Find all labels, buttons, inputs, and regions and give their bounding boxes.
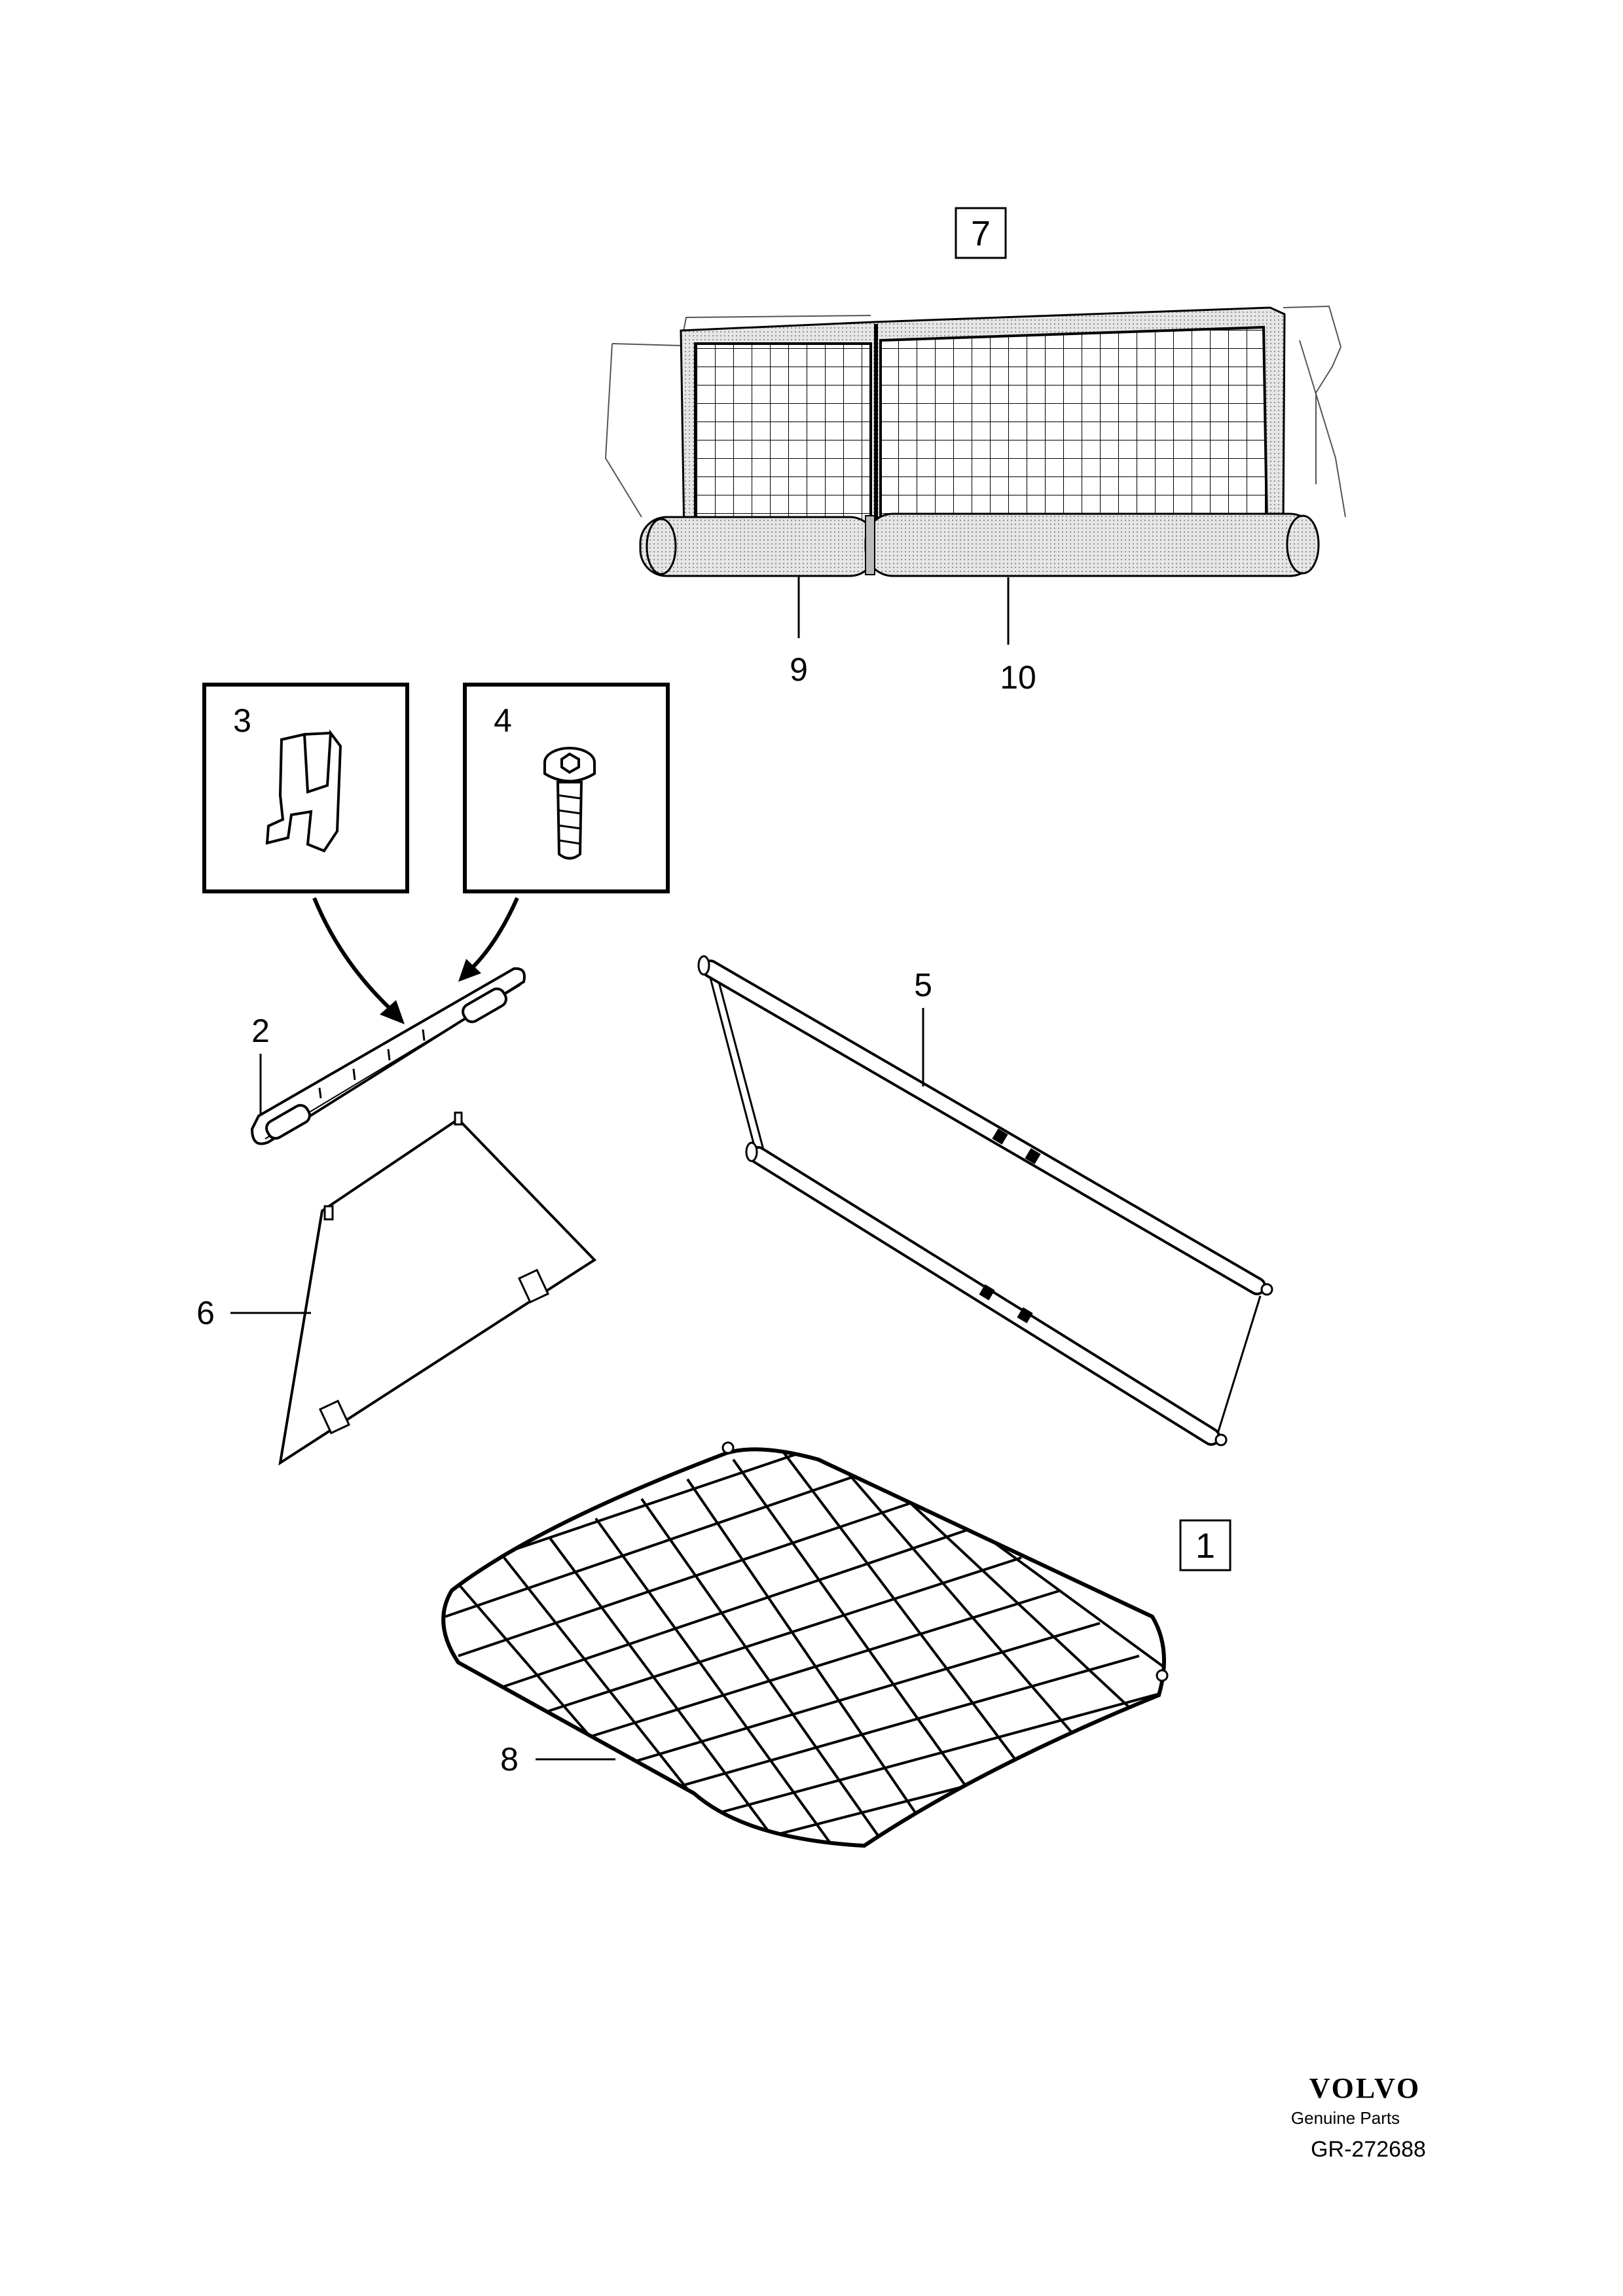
- arrow-4-to-rail: [458, 897, 519, 982]
- divider-net-illustration: [278, 1111, 597, 1466]
- roller-housing-9: [639, 516, 877, 577]
- clip-illustration: [265, 729, 342, 853]
- callout-8-label: 8: [500, 1741, 519, 1778]
- detail-box-3: 3: [202, 683, 409, 893]
- callout-4-label: 4: [494, 702, 512, 739]
- cargo-barrier-illustration: [604, 305, 1346, 577]
- footer-branding: VOLVO Genuine Parts GR-272688: [1291, 2072, 1426, 2162]
- callout-2-label: 2: [251, 1013, 270, 1049]
- screw-illustration: [543, 747, 596, 860]
- arrow-3-to-rail: [312, 897, 405, 1024]
- callout-5-label: 5: [914, 967, 932, 1003]
- brand-tagline: Genuine Parts: [1291, 2108, 1400, 2128]
- roller-housing-10: [864, 512, 1320, 577]
- roller-tubes-illustration: [697, 955, 1273, 1446]
- callout-box-1: 1: [1179, 1519, 1231, 1571]
- callout-10-label: 10: [1000, 659, 1036, 696]
- diagram-code: GR-272688: [1311, 2137, 1426, 2162]
- detail-box-4: 4: [463, 683, 670, 893]
- brand-logo: VOLVO: [1309, 2072, 1421, 2104]
- callout-box-7: 7: [955, 207, 1007, 259]
- floor-net-illustration: [441, 1441, 1169, 1848]
- callout-7-label: 7: [971, 214, 991, 253]
- callout-1-label: 1: [1195, 1526, 1215, 1566]
- callout-6-label: 6: [196, 1295, 215, 1331]
- callout-3-label: 3: [233, 702, 251, 739]
- mounting-rail-illustration: [250, 967, 526, 1145]
- callout-9-label: 9: [790, 651, 808, 688]
